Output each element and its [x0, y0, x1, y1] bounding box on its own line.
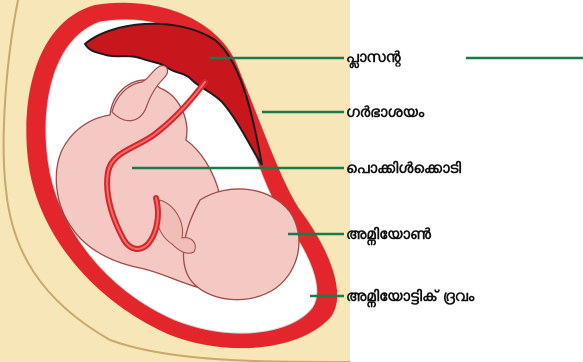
label-uterus: ഗർഭാശയം	[346, 103, 424, 121]
fetus-head	[183, 189, 298, 300]
label-umbilical-cord: പൊക്കിൾക്കൊടി	[346, 159, 461, 177]
label-amnion: അമ്നിയോൺ	[346, 225, 431, 243]
label-placenta: പ്ലാസന്റ	[346, 48, 401, 66]
label-amniotic-fluid: അമ്നിയോട്ടിക് ദ്രവം	[346, 287, 474, 305]
